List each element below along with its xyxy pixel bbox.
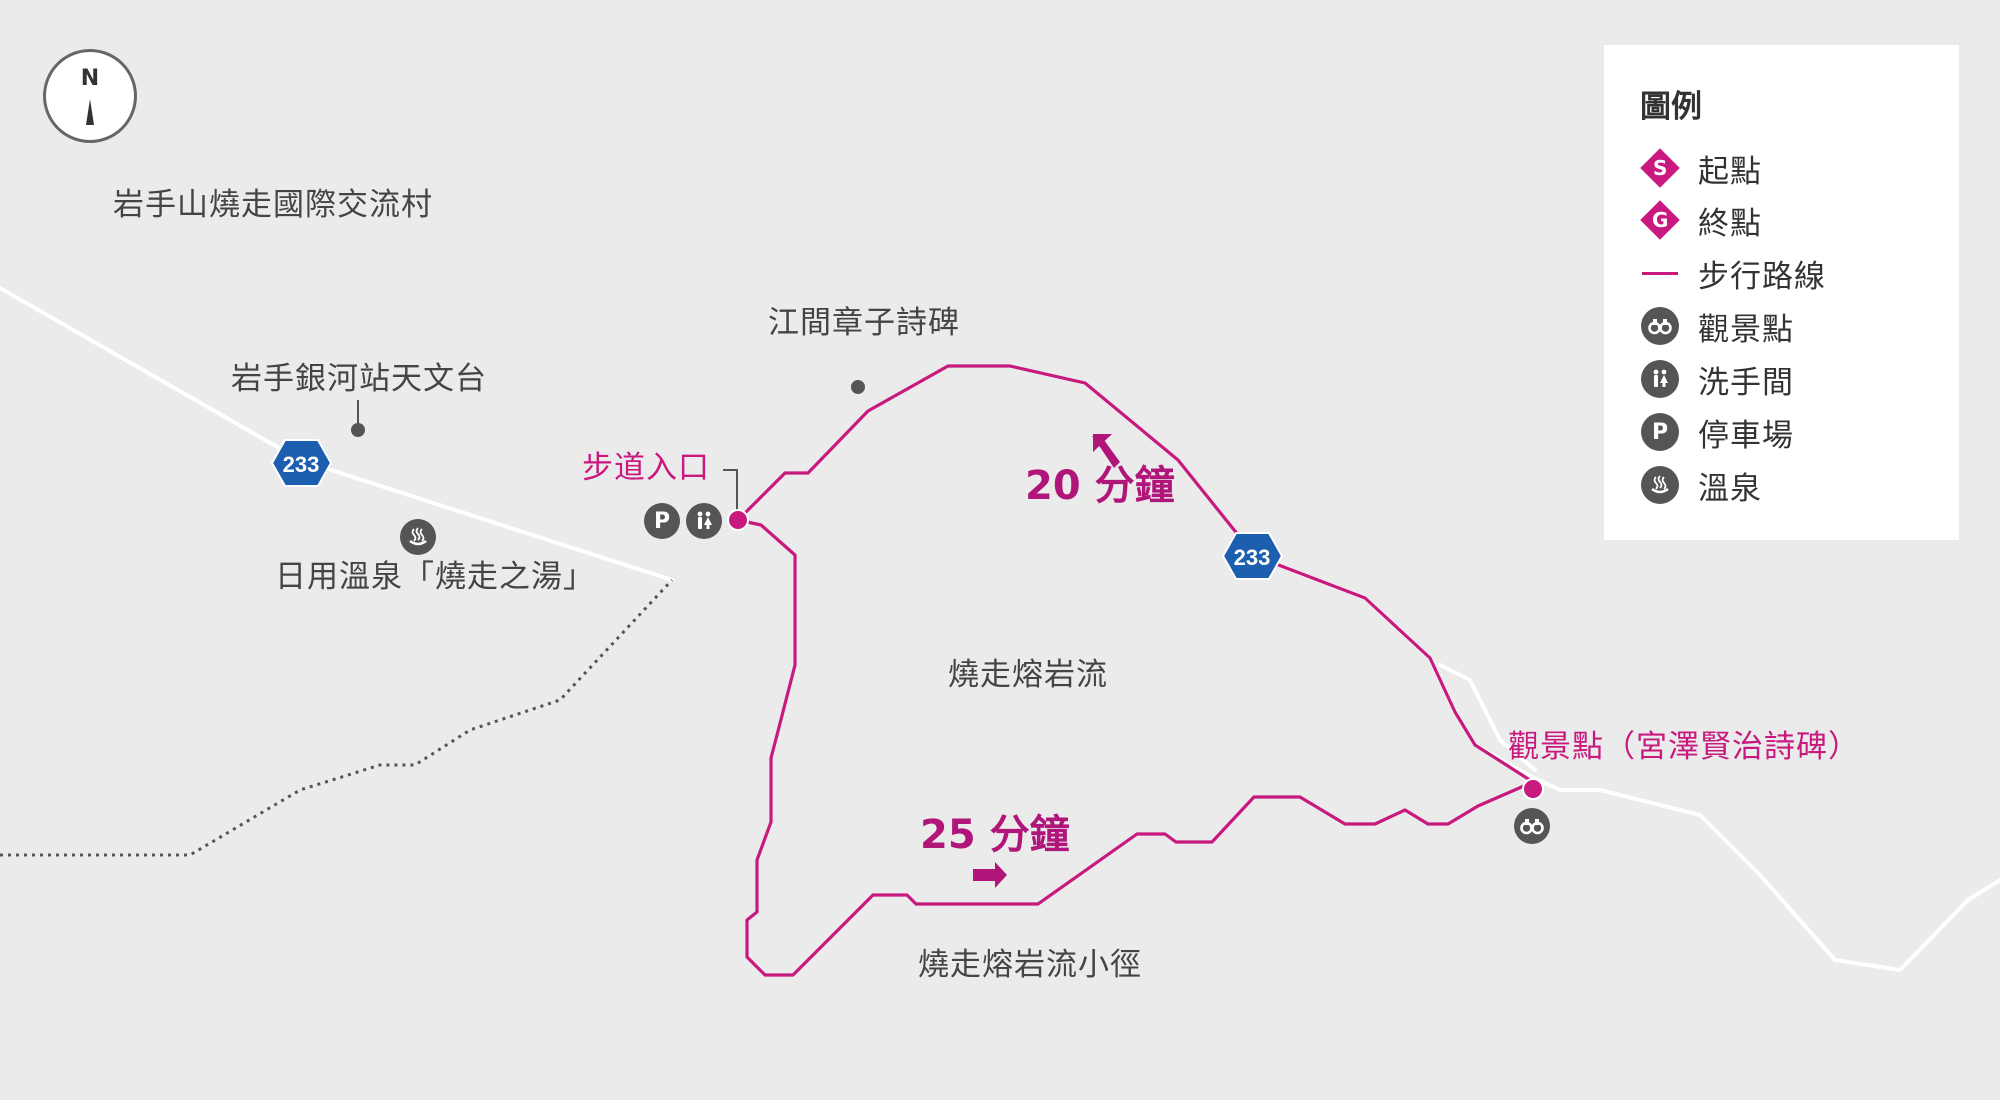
parking-icon: P [1641,413,1679,451]
compass-north-letter: N [80,66,100,91]
legend-item-parking: P 停車場 [1640,412,1794,454]
legend-label-goal: 終點 [1698,205,1762,242]
arrow-right [973,862,1007,888]
poem-monument-dot [851,380,865,394]
onsen-label: 日用溫泉「燒走之湯」 [275,559,595,595]
hot-spring-icon [1641,466,1679,504]
compass: N [43,49,137,143]
road-branch [1438,663,1537,772]
restroom-icon [1641,360,1679,398]
svg-text:233: 233 [283,452,320,477]
road-shield-1: 233 [270,439,333,487]
legend-item-route: 步行路線 [1640,253,1826,295]
road-shield-2: 233 [1221,532,1284,580]
goal-icon: G [1640,200,1680,240]
trail-entrance-dot[interactable] [727,509,749,531]
road-233-west [0,286,674,582]
viewpoint-label: 觀景點（宮澤賢治詩碑） [1508,729,1860,765]
time-label-20: 20 分鐘 [1025,463,1175,509]
legend-label-start: 起點 [1698,153,1762,190]
restroom-icon [686,503,722,539]
time-label-25: 25 分鐘 [920,812,1070,858]
legend-item-goal: G 終點 [1640,200,1762,242]
legend-label-viewpoint: 觀景點 [1698,311,1794,348]
route-line-icon [1642,271,1678,275]
lava-flow-label: 燒走熔岩流 [948,657,1108,693]
legend-panel: 圖例 S 起點 G 終點 步行路線 觀景點 洗手間 P 停車場 溫泉 [1604,45,1959,540]
svg-text:233: 233 [1234,545,1271,570]
arrow-up-left [1092,434,1120,468]
binoculars-icon [1514,808,1550,844]
trail-entrance-label: 步道入口 [582,450,710,486]
poem-monument-label: 江間章子詩碑 [768,305,960,341]
viewpoint-dot[interactable] [1522,778,1544,800]
binoculars-icon [1641,307,1679,345]
legend-label-restroom: 洗手間 [1698,364,1794,401]
leader-lines [357,380,859,512]
legend-item-start: S 起點 [1640,148,1762,190]
north-arrow-icon [86,99,94,125]
village-label: 岩手山燒走國際交流村 [113,187,433,223]
observatory-dot [351,423,365,437]
legend-label-hot-spring: 溫泉 [1698,470,1762,507]
legend-item-hot-spring: 溫泉 [1640,465,1762,507]
lava-trail-label: 燒走熔岩流小徑 [918,947,1142,983]
start-icon: S [1640,148,1680,188]
legend-label-parking: 停車場 [1698,417,1794,454]
observatory-label: 岩手銀河站天文台 [231,361,487,397]
hiking-route [736,364,1535,977]
parking-icon: P [644,503,680,539]
hot-spring-icon [400,519,436,555]
legend-title: 圖例 [1640,89,1702,125]
legend-label-route: 步行路線 [1698,258,1826,295]
legend-item-viewpoint: 觀景點 [1640,306,1794,348]
dotted-road [0,578,674,857]
legend-item-restroom: 洗手間 [1640,359,1794,401]
